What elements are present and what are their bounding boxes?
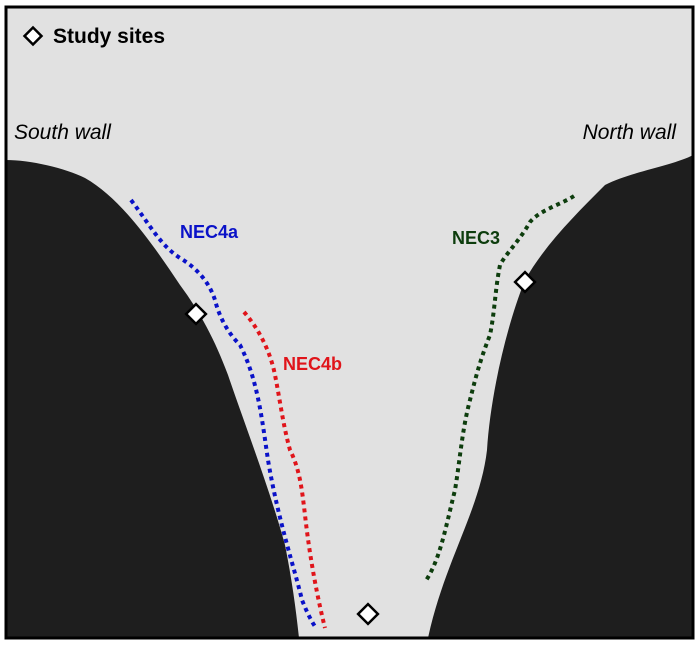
study-site-marker-south: [184, 302, 208, 326]
legend-label: Study sites: [53, 25, 165, 48]
south-wall-label: South wall: [14, 121, 112, 144]
north-wall-label: North wall: [583, 121, 678, 144]
study-site-marker-north: [513, 270, 537, 294]
nec4b-label: NEC4b: [283, 354, 342, 374]
nec3-label: NEC3: [452, 228, 500, 248]
north-wall-rock: [428, 155, 693, 638]
south-wall-rock: [6, 160, 299, 638]
legend-diamond-icon: [22, 25, 44, 47]
study-site-marker-floor: [356, 602, 380, 626]
nec4b-transect-line: [242, 310, 327, 629]
nec3-transect-line: [423, 194, 576, 584]
diagram-border: [4, 5, 695, 640]
nec4a-label: NEC4a: [180, 222, 239, 242]
nec4a-transect-line: [129, 198, 318, 630]
